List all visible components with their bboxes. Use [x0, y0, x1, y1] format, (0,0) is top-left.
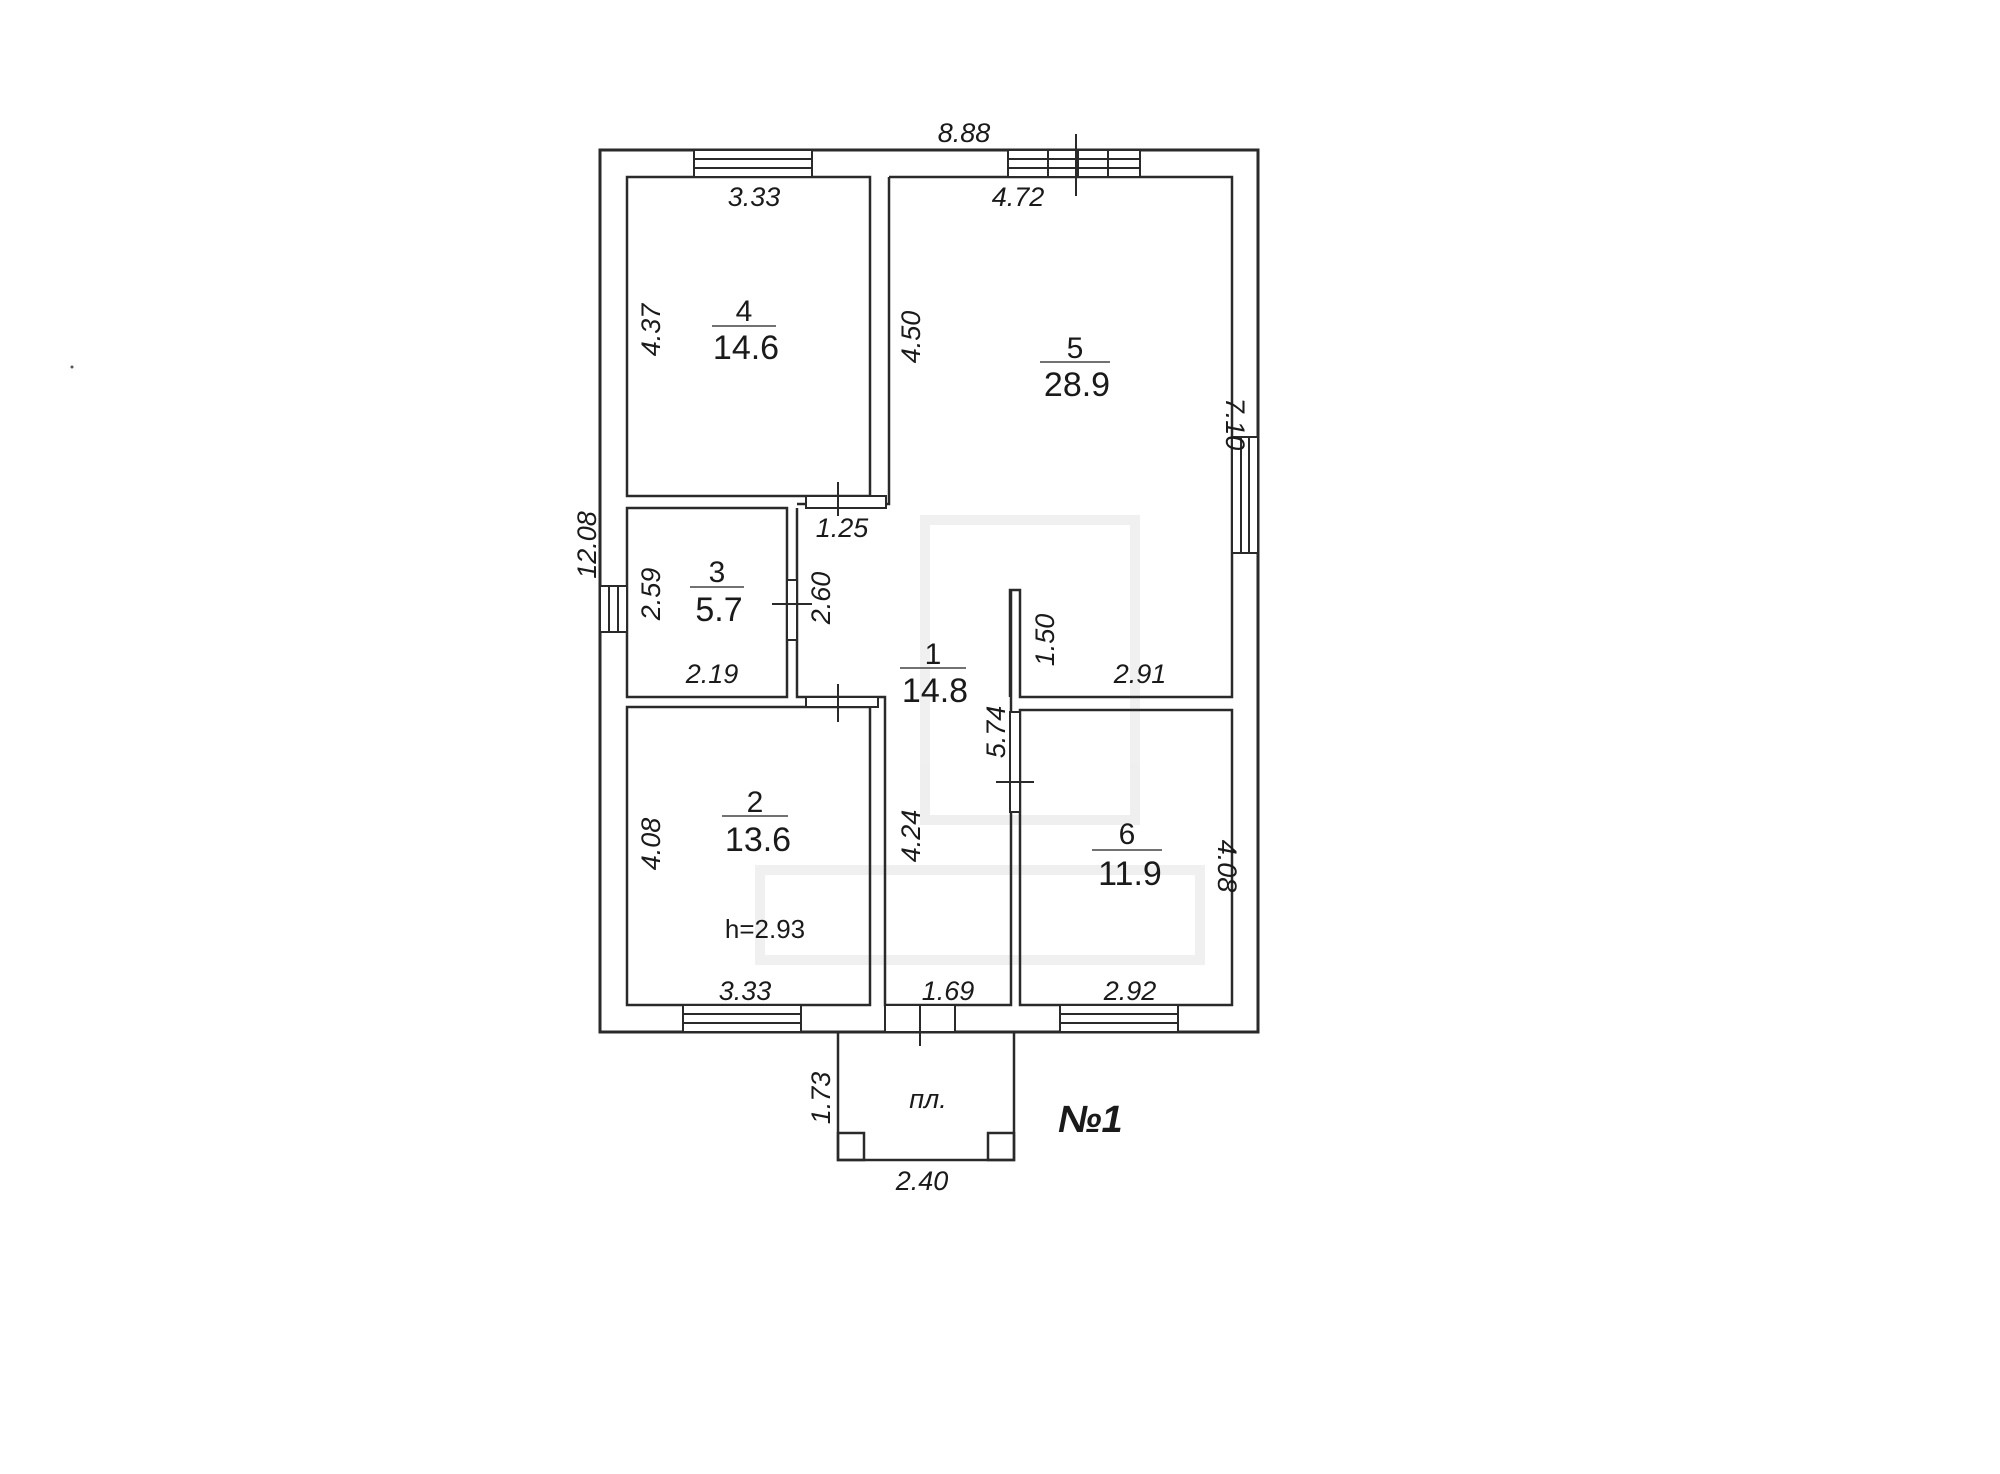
door-room-2: [805, 684, 879, 722]
door-room-6: [996, 711, 1034, 813]
room-5-number: 5: [1067, 332, 1084, 365]
dim-r4-width: 3.33: [728, 182, 781, 212]
window-room-5-top: [1007, 134, 1141, 196]
room-6-number: 6: [1119, 818, 1136, 851]
room-4-number: 4: [736, 295, 753, 328]
room-2-area: 13.6: [725, 821, 791, 859]
porch-outline: [836, 1032, 1016, 1162]
window-room-2: [682, 1004, 802, 1033]
dim-r5-left: 4.50: [896, 311, 926, 364]
room-1-area: 14.8: [902, 672, 968, 710]
room-3-area: 5.7: [695, 591, 742, 629]
porch-post-left: [836, 1131, 866, 1162]
dim-partition: 1.50: [1030, 614, 1060, 667]
window-room-6: [1059, 1004, 1179, 1033]
dim-r4-height: 4.37: [636, 303, 666, 357]
dim-corridor-top: 1.25: [816, 513, 870, 543]
room-labels: 4 14.6 5 28.9 3 5.7 1 14.8 2 13.6 h=2.93…: [690, 295, 1162, 1114]
plan-number: №1: [1058, 1099, 1123, 1141]
room-4-area: 14.6: [713, 329, 779, 367]
porch-post-right: [986, 1131, 1016, 1162]
dim-total-height: 12.08: [572, 511, 602, 579]
dim-total-width: 8.88: [938, 118, 991, 148]
dim-r3-left: 2.59: [636, 568, 666, 622]
room-2-number: 2: [747, 786, 764, 819]
window-room-5-right: [1231, 436, 1259, 554]
doors: [772, 482, 1034, 1046]
dim-corridor-right: 5.74: [981, 706, 1011, 759]
dimensions: 8.88 3.33 4.72 4.37 4.50 7.10 1.25 12.08…: [572, 118, 1250, 1196]
windows: [599, 134, 1259, 1033]
dim-corridor-bottom: 1.69: [922, 976, 975, 1006]
dim-r6-right: 4.08: [1212, 840, 1242, 893]
door-room-3: [772, 579, 812, 641]
dim-r2-left: 4.08: [636, 818, 666, 871]
dim-r2-bottom: 3.33: [719, 976, 772, 1006]
ceiling-height: h=2.93: [725, 914, 805, 944]
corridor-outline: [795, 508, 1013, 1007]
door-room-4: [805, 482, 887, 516]
dim-r5-right: 7.10: [1220, 398, 1250, 451]
dim-r6-bottom: 2.92: [1103, 976, 1157, 1006]
dim-porch-height: 1.73: [806, 1072, 836, 1125]
room-3-number: 3: [709, 556, 726, 589]
dim-r3-bottom: 2.19: [685, 659, 739, 689]
room-1-number: 1: [925, 638, 942, 671]
room-5-area: 28.9: [1044, 366, 1110, 404]
room-6-area: 11.9: [1098, 855, 1162, 893]
dim-corridor-left: 4.24: [896, 810, 926, 863]
dim-r5-width: 4.72: [992, 182, 1045, 212]
room-5-outline: [797, 175, 1234, 699]
dim-r3-right: 2.60: [806, 572, 836, 626]
dim-porch-width: 2.40: [895, 1166, 949, 1196]
window-room-3: [599, 585, 628, 633]
door-entrance: [884, 1004, 956, 1046]
porch-label: пл.: [909, 1084, 947, 1114]
dim-r5-bottom: 2.91: [1113, 659, 1167, 689]
window-room-4: [693, 149, 813, 178]
watermark: [755, 515, 1205, 965]
